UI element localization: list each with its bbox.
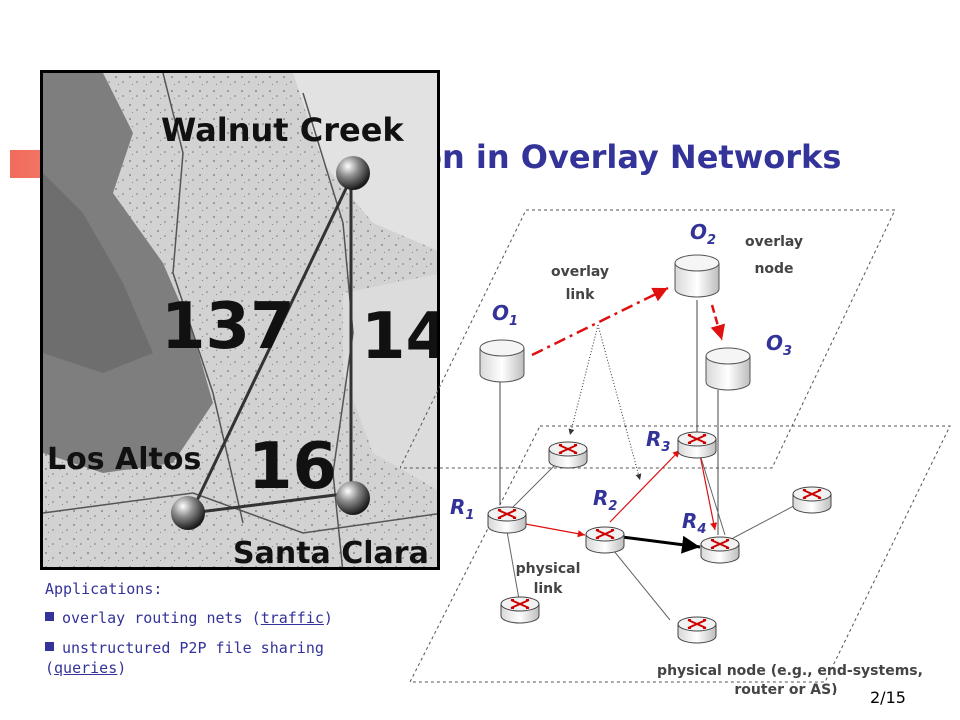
santa-clara-dot [336,481,370,515]
router-node [548,441,588,469]
distance-label-14: 14 [361,300,440,374]
overlay-node-label-line2: node [754,261,793,277]
label-r4: R4 [682,509,706,537]
label-r1: R1 [450,495,474,523]
item-text: ) [323,609,333,627]
overlay-plane [400,209,896,469]
city-label-walnut-creek: Walnut Creek [161,111,404,149]
traffic-link[interactable]: traffic [260,609,324,627]
physical-path-segment [699,454,718,531]
los-altos-dot [171,496,205,530]
router-node [677,616,717,644]
map-svg: Walnut Creek Los Altos Santa Clara 137 1… [43,73,440,570]
triangle-edge [190,491,352,515]
physical-link-thick [621,535,701,554]
physical-link-line [719,499,806,546]
bullet-square [45,612,54,621]
physical-node-label-line1: physical node (e.g., end-systems, [657,663,923,679]
overlay-link-pointer [568,324,599,436]
label-o1: O1 [492,301,518,329]
overlay-link-label-line1: overlay [551,264,609,280]
router-r1 [487,506,527,534]
applications-list: Applications: overlay routing nets (traf… [45,580,385,688]
router-node [500,596,540,624]
router-r3 [677,431,717,459]
page-number: 2/15 [870,688,906,707]
physical-link-label-line1: physical [516,561,581,577]
physical-node-label-line2: router or AS) [734,682,837,695]
physical-link-line [696,444,726,536]
triangle-edge [189,177,353,514]
overlay-network-diagram: O1 O2 O3 R1 R2 R3 R4 overlay node overla… [400,209,951,695]
item-text: overlay routing nets ( [62,609,261,627]
overlay-node-o2 [674,254,720,298]
physical-link-label-line2: link [534,581,564,597]
list-item: overlay routing nets (traffic) [45,608,385,628]
bay-area-map: Walnut Creek Los Altos Santa Clara 137 1… [40,70,440,570]
queries-link[interactable]: queries [54,659,118,677]
list-item: unstructured P2P file sharing (queries) [45,638,385,678]
physical-link-line [604,539,671,621]
item-text: ) [117,659,127,677]
overlay-link-pointer [597,324,642,481]
router-r2 [585,526,625,554]
overlay-node-o3 [705,347,751,391]
distance-label-16: 16 [248,430,337,504]
physical-link-line [504,519,521,606]
city-label-los-altos: Los Altos [47,442,201,477]
overlay-link-o2-o3 [710,304,726,341]
label-o3: O3 [766,331,792,359]
overlay-node-label-line1: overlay [745,234,803,250]
slide-title: on in Overlay Networks [420,138,842,176]
overlay-node-o1 [479,339,525,383]
label-o2: O2 [690,220,716,248]
item-text: unstructured P2P file sharing ( [45,639,324,677]
applications-heading: Applications: [45,580,163,598]
physical-plane [409,425,951,683]
city-label-santa-clara: Santa Clara [233,536,429,570]
label-r2: R2 [593,486,617,514]
walnut-creek-dot [336,156,370,190]
distance-label-137: 137 [161,290,295,364]
physical-path-segment [609,449,681,523]
physical-path-segment [519,522,586,538]
router-r4 [700,536,740,564]
bullet-square [45,642,54,651]
overlay-link-o1-o2 [531,286,669,357]
overlay-link-label-line2: link [566,287,596,303]
label-r3: R3 [646,427,670,455]
router-node [792,486,832,514]
